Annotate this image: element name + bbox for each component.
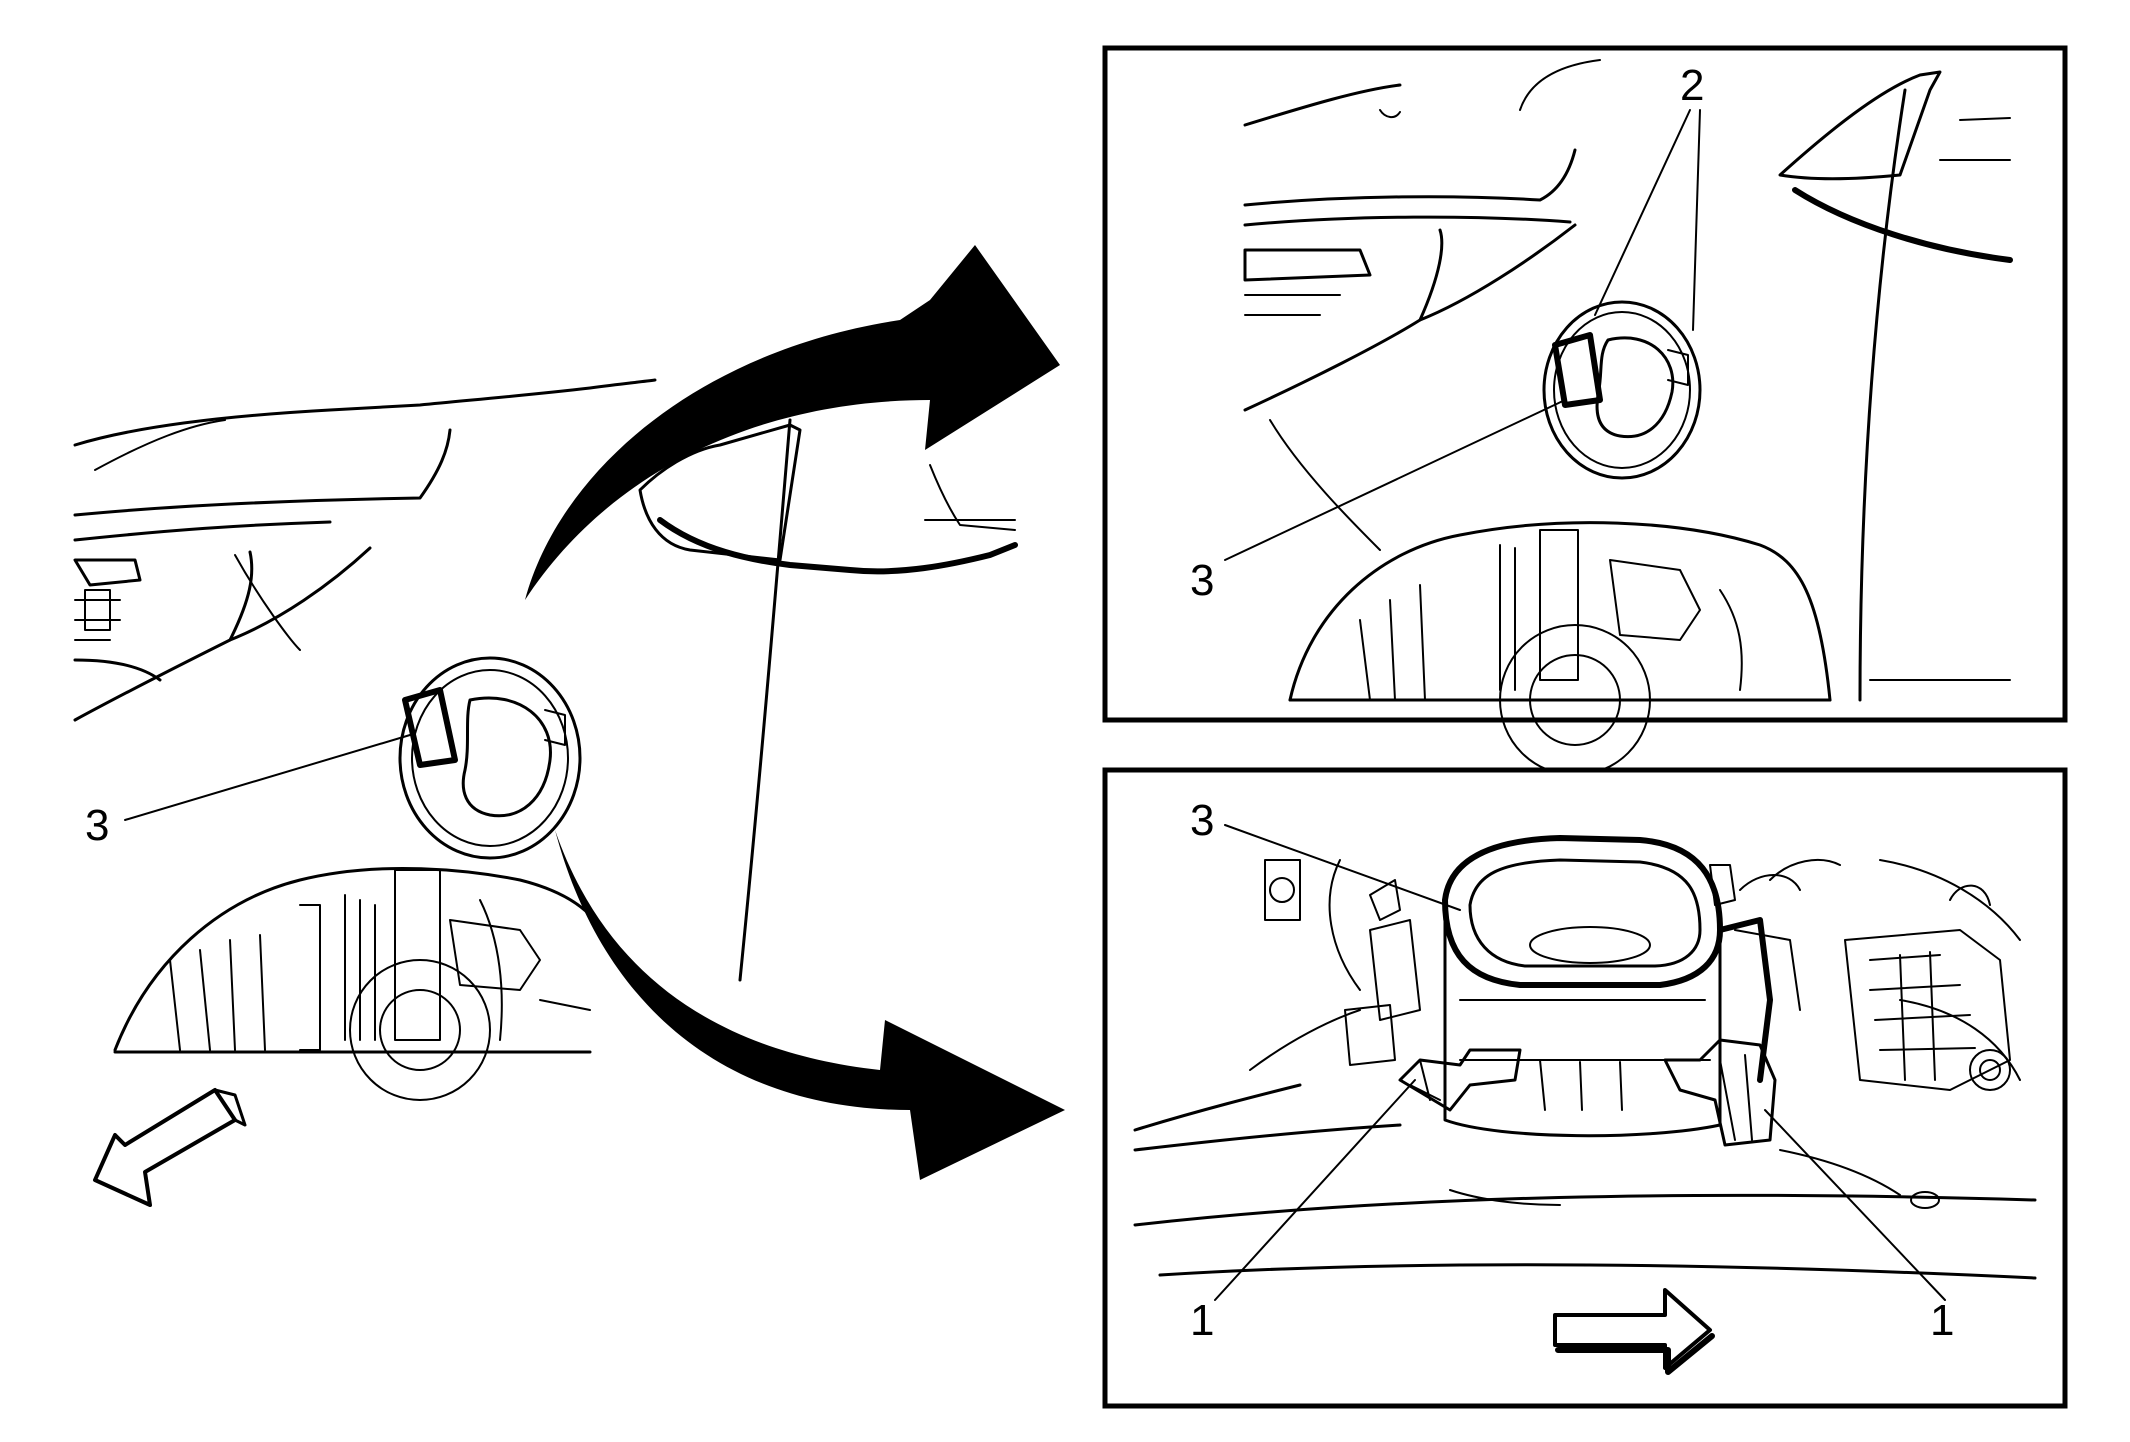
detail-top-panel: 2 3 [1102, 45, 2068, 776]
callout-3-detail-top: 3 [1190, 556, 1214, 605]
fuel-filler-housing-detail-top [1542, 300, 1702, 480]
leader-line-1-left [1214, 1079, 1416, 1301]
fuel-filler-housing [398, 656, 582, 860]
fender-outline [73, 378, 657, 447]
suspension-cutaway [113, 866, 592, 1052]
windshield-outline [638, 423, 802, 562]
callout-3-detail-bottom: 3 [1190, 796, 1214, 845]
leader-line-1-right [1764, 1109, 1946, 1301]
curved-transition-arrow-icon [525, 245, 1060, 600]
callout-3-main: 3 [85, 801, 109, 850]
main-vehicle-view: 3 [73, 378, 1018, 1207]
vehicle-forward-direction-arrow-icon [93, 1088, 237, 1207]
callout-1-right: 1 [1930, 1296, 1954, 1345]
detail-bottom-panel: 3 1 1 [1102, 767, 2068, 1409]
transition-arrows [525, 245, 1065, 1180]
leader-line-3-detail-top [1224, 399, 1566, 561]
forward-arrow-main [93, 1088, 247, 1207]
callout-1-left: 1 [1190, 1296, 1214, 1345]
vehicle-forward-direction-arrow-icon [1553, 1288, 1712, 1370]
callout-2-detail-top: 2 [1680, 61, 1704, 110]
leader-line-2b [1692, 109, 1701, 331]
curved-transition-arrow-icon [555, 830, 1065, 1180]
fuel-filler-housing-detail-bottom [1398, 835, 1801, 1147]
leader-line-3-detail-bottom [1224, 824, 1461, 911]
leader-line-2a [1594, 109, 1691, 316]
leader-line-3-main [124, 734, 411, 821]
forward-arrow-detail [1553, 1288, 1715, 1375]
